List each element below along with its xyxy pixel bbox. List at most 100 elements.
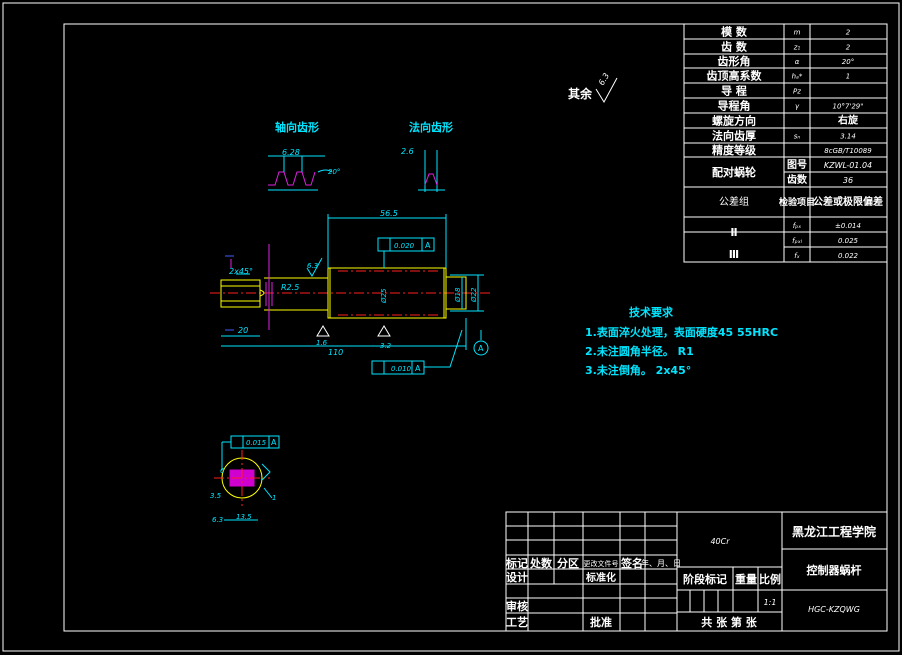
param-name-8: 精度等级	[712, 143, 757, 157]
normal-profile-sketch	[418, 150, 445, 192]
dim-chamfer: 2x45°	[229, 267, 253, 276]
tb-school: 黑龙江工程学院	[792, 524, 876, 539]
tol-0010: 0.010	[391, 365, 412, 373]
pair-row-label-1: 齿数	[787, 173, 808, 186]
pair-row-val-0: KZWL-01.04	[824, 161, 872, 170]
tech-req-item-1: 1.表面淬火处理，表面硬度45 55HRC	[585, 325, 778, 339]
tol-val-2: 0.022	[838, 252, 859, 260]
inner-frame	[63, 23, 888, 632]
param-sym-7: sₙ	[794, 133, 801, 141]
tb-label-count: 处数	[529, 556, 553, 570]
tb-label-sign: 签名	[620, 556, 643, 570]
param-sym-0: m	[794, 29, 801, 37]
tol-sym-1: fₚₓₗ	[792, 237, 803, 245]
tb-material: 40Cr	[710, 537, 730, 546]
tb-scale-value: 1:1	[764, 598, 777, 607]
roughness-6-3: 6.3	[307, 262, 318, 270]
param-val-0: 2	[846, 29, 851, 37]
param-name-9: 配对蜗轮	[712, 165, 756, 179]
param-val-8: 8cGB/T10089	[824, 147, 872, 155]
tb-approve: 批准	[590, 615, 612, 629]
param-sym-5: γ	[795, 103, 800, 111]
tol-val-0: ±0.014	[835, 222, 861, 230]
roughness-1-6: 1.6	[316, 339, 328, 347]
sec-width: 6	[220, 467, 225, 475]
tb-label-change-doc: 更改文件号	[584, 559, 619, 568]
tb-weight: 重量	[735, 572, 757, 586]
pair-row-val-1: 36	[843, 176, 853, 185]
tech-req-item-2: 2.未注圆角半径。 R1	[585, 344, 694, 358]
shaft-main-view	[210, 244, 490, 331]
tol-group-2: Ⅲ	[729, 248, 739, 261]
param-val-5: 10°7'29"	[833, 103, 864, 111]
tol-group-0: Ⅱ	[730, 226, 737, 239]
tb-part-name: 控制器蜗杆	[807, 563, 862, 577]
tb-label-mark: 标记	[505, 556, 528, 570]
param-name-2: 齿形角	[718, 54, 751, 68]
param-sym-1: z₁	[793, 44, 801, 52]
param-val-1: 2	[846, 44, 851, 52]
rest-roughness-value: 6.3	[597, 71, 611, 87]
param-name-4: 导 程	[721, 84, 747, 98]
tb-stage: 阶段标记	[683, 572, 727, 586]
dim-phi-major: Ø25	[380, 288, 388, 304]
datum-a-symbol: A	[478, 344, 484, 353]
sec-dim-1: 1	[272, 494, 276, 502]
axial-profile-title: 轴向齿形	[275, 120, 319, 134]
param-val-2: 20°	[842, 58, 854, 66]
rest-roughness-label: 其余	[568, 86, 593, 101]
roughness-3-2: 3.2	[380, 342, 392, 350]
tb-process: 工艺	[506, 615, 528, 629]
normal-profile-title: 法向齿形	[409, 120, 453, 134]
param-sym-3: hₐ*	[792, 73, 803, 81]
pair-row-label-0: 图号	[787, 159, 807, 171]
param-name-1: 齿 数	[721, 40, 748, 54]
param-name-5: 导程角	[718, 99, 751, 113]
section-view	[214, 435, 280, 521]
tol-sym-0: fₚₓ	[793, 222, 802, 230]
datum-ref-a-top: A	[425, 241, 431, 250]
tb-label-date: 年、月、日	[641, 558, 681, 568]
main-view-dims	[221, 214, 489, 375]
param-name-0: 模 数	[721, 25, 748, 39]
param-name-6: 螺旋方向	[712, 114, 756, 128]
sec-roughness: 6.3	[212, 516, 223, 524]
tech-req-item-3: 3.未注倒角。 2x45°	[585, 363, 691, 377]
param-val-3: 1	[846, 73, 850, 81]
param-sym-4: Pz	[793, 88, 801, 96]
sec-datum: A	[271, 438, 277, 447]
dim-56-5: 56.5	[380, 209, 398, 218]
tb-scale: 比例	[759, 572, 781, 586]
sec-radius: 3.5	[210, 492, 222, 500]
param-sym-2: α	[795, 58, 800, 66]
tb-review: 审核	[506, 599, 528, 613]
param-name-3: 齿顶高系数	[707, 69, 763, 83]
param-table	[683, 23, 888, 263]
tol-val-1: 0.025	[838, 237, 859, 245]
dim-phi-mid: Ø18	[454, 287, 462, 303]
datum-ref-a-bottom: A	[415, 364, 421, 373]
axial-profile-sketch	[268, 155, 333, 191]
axial-angle-dim: 20°	[328, 168, 340, 176]
param-val-7: 3.14	[840, 133, 856, 141]
tol-0020: 0.020	[394, 242, 415, 250]
dim-r2-5: R2.5	[281, 283, 299, 292]
tb-sheets: 共 张 第 张	[701, 615, 757, 629]
tol-header-val: 公差或极限偏差	[813, 195, 883, 208]
dim-len-20: 20	[238, 326, 248, 335]
rest-roughness-symbol	[595, 77, 618, 103]
normal-thick-dim: 2.6	[401, 147, 414, 156]
tech-req-title: 技术要求	[629, 305, 674, 319]
tb-drawing-no: HGC-KZQWG	[808, 605, 860, 614]
tb-standard: 标准化	[585, 571, 616, 584]
tol-sym-2: fₓ	[794, 252, 800, 260]
tb-label-zone: 分区	[557, 556, 579, 570]
axial-pitch-dim: 6.28	[282, 148, 300, 157]
tol-header-item: 检验项目	[779, 196, 815, 208]
tol-header-group: 公差组	[719, 195, 749, 208]
sec-depth: 13.5	[236, 513, 252, 521]
title-block	[505, 511, 888, 632]
param-name-7: 法向齿厚	[712, 129, 756, 143]
param-val-6: 右旋	[837, 114, 859, 127]
